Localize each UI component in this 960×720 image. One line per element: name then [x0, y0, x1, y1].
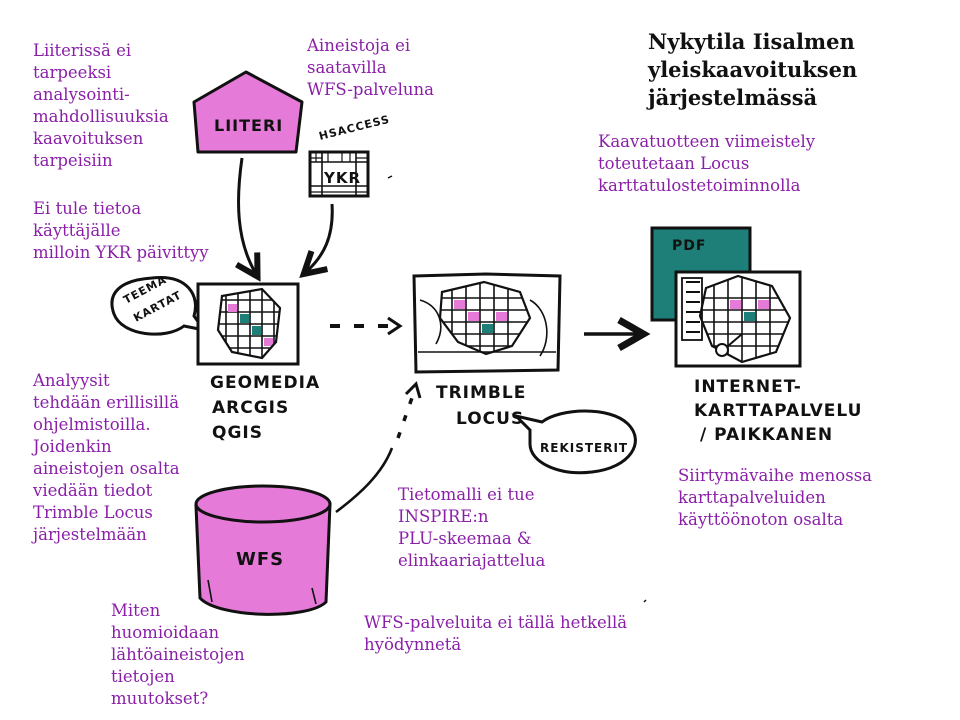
gis-map-window: [196, 282, 300, 366]
internet-label-2: KARTTAPALVELU: [694, 401, 862, 421]
note-line: muutokset?: [111, 689, 209, 708]
wfs-database-cylinder: WFS: [194, 484, 332, 616]
liiteri-house: LIITERI: [192, 70, 304, 154]
note-line: saatavilla: [307, 58, 387, 77]
hsaccess-label: HSACCESS: [318, 113, 392, 143]
title-line: Nykytila Iisalmen: [648, 29, 855, 54]
note-analyses: Analyysit tehdään erillisillä ohjelmisto…: [33, 370, 180, 546]
note-wfs-not-used: WFS-palveluita ei tällä hetkellä hyödynn…: [364, 612, 627, 656]
note-wfs-unavailable: Aineistoja ei saatavilla WFS-palveluna: [307, 35, 434, 101]
note-line: hyödynnetä: [364, 635, 462, 654]
note-line: milloin YKR päivittyy: [33, 243, 209, 262]
internet-label-3: / PAIKKANEN: [700, 425, 833, 445]
liiteri-label: LIITERI: [214, 116, 283, 135]
note-line: karttatulostetoiminnolla: [598, 176, 801, 195]
qgis-label: QGIS: [212, 423, 263, 443]
note-line: viedään tiedot: [33, 481, 153, 500]
note-line: WFS-palveluita ei tällä hetkellä: [364, 613, 628, 632]
note-line: Analyysit: [33, 371, 110, 390]
note-inspire: Tietomalli ei tue INSPIRE:n PLU-skeemaa …: [398, 484, 545, 572]
note-line: Miten: [111, 601, 161, 620]
note-line: tietojen: [111, 667, 175, 686]
rekisterit-bubble: REKISTERIT: [511, 409, 637, 475]
diagram-title: Nykytila Iisalmen yleiskaavoituksen järj…: [648, 28, 857, 112]
teemakartat-bubble: TEEMA- KARTAT: [110, 270, 208, 336]
note-liiteri: Liiterissä ei tarpeeksi analysointi- mah…: [33, 40, 169, 172]
note-transition: Siirtymävaihe menossa karttapalveluiden …: [678, 465, 872, 531]
internet-label-1: INTERNET-: [694, 377, 802, 397]
arrow-ykr-to-gis: [306, 203, 334, 272]
trimble-label: TRIMBLE: [436, 383, 526, 403]
note-line: lähtöaineistojen: [111, 645, 245, 664]
ykr-label: YKR: [323, 169, 361, 187]
trimble-locus-map-window: [412, 272, 562, 374]
title-line: yleiskaavoituksen: [648, 57, 858, 82]
rekisterit-label: REKISTERIT: [540, 441, 628, 455]
note-line: Siirtymävaihe menossa: [678, 466, 872, 485]
note-line: mahdollisuuksia: [33, 107, 169, 126]
note-line: huomioidaan: [111, 623, 220, 642]
wfs-label: WFS: [236, 549, 284, 570]
arcgis-label: ARCGIS: [212, 398, 289, 418]
note-line: Aineistoja ei: [307, 36, 411, 55]
arrow-liiteri-to-gis: [239, 157, 256, 274]
line-wfs-connection: [335, 447, 394, 514]
note-line: PLU-skeemaa &: [398, 529, 532, 548]
note-line: ohjelmistoilla.: [33, 415, 151, 434]
note-line: tarpeisiin: [33, 151, 113, 170]
note-line: elinkaariajattelua: [398, 551, 546, 570]
note-line: kaavoituksen: [33, 129, 144, 148]
note-line: analysointi-: [33, 85, 130, 104]
note-line: Joidenkin: [33, 437, 112, 456]
note-line: Liiterissä ei: [33, 41, 132, 60]
note-line: aineistojen osalta: [33, 459, 180, 478]
note-line: Kaavatuotteen viimeistely: [598, 132, 816, 151]
note-line: karttapalveluiden: [678, 488, 826, 507]
note-source-changes: Miten huomioidaan lähtöaineistojen tieto…: [111, 600, 245, 710]
note-line: WFS-palveluna: [307, 80, 435, 99]
note-finishing: Kaavatuotteen viimeistely toteutetaan Lo…: [598, 131, 815, 197]
note-line: Trimble Locus: [33, 503, 153, 522]
note-line: INSPIRE:n: [398, 507, 489, 526]
title-line: järjestelmässä: [648, 85, 818, 110]
note-line: käyttöönoton osalta: [678, 510, 844, 529]
geomedia-label: GEOMEDIA: [210, 373, 320, 393]
note-ykr-update: Ei tule tietoa käyttäjälle milloin YKR p…: [33, 198, 209, 264]
note-line: käyttäjälle: [33, 221, 121, 240]
locus-label: LOCUS: [456, 409, 524, 429]
pdf-label: PDF: [672, 238, 706, 254]
ykr-grid-icon: YKR: [308, 150, 370, 198]
internet-map-window: [674, 270, 802, 368]
note-line: Tietomalli ei tue: [398, 485, 535, 504]
note-line: tehdään erillisillä: [33, 393, 180, 412]
note-line: toteutetaan Locus: [598, 154, 750, 173]
note-line: tarpeeksi: [33, 63, 112, 82]
dashed-arrow-wfs-to-trimble: [396, 391, 416, 439]
note-line: Ei tule tietoa: [33, 199, 142, 218]
note-line: järjestelmään: [33, 525, 147, 544]
